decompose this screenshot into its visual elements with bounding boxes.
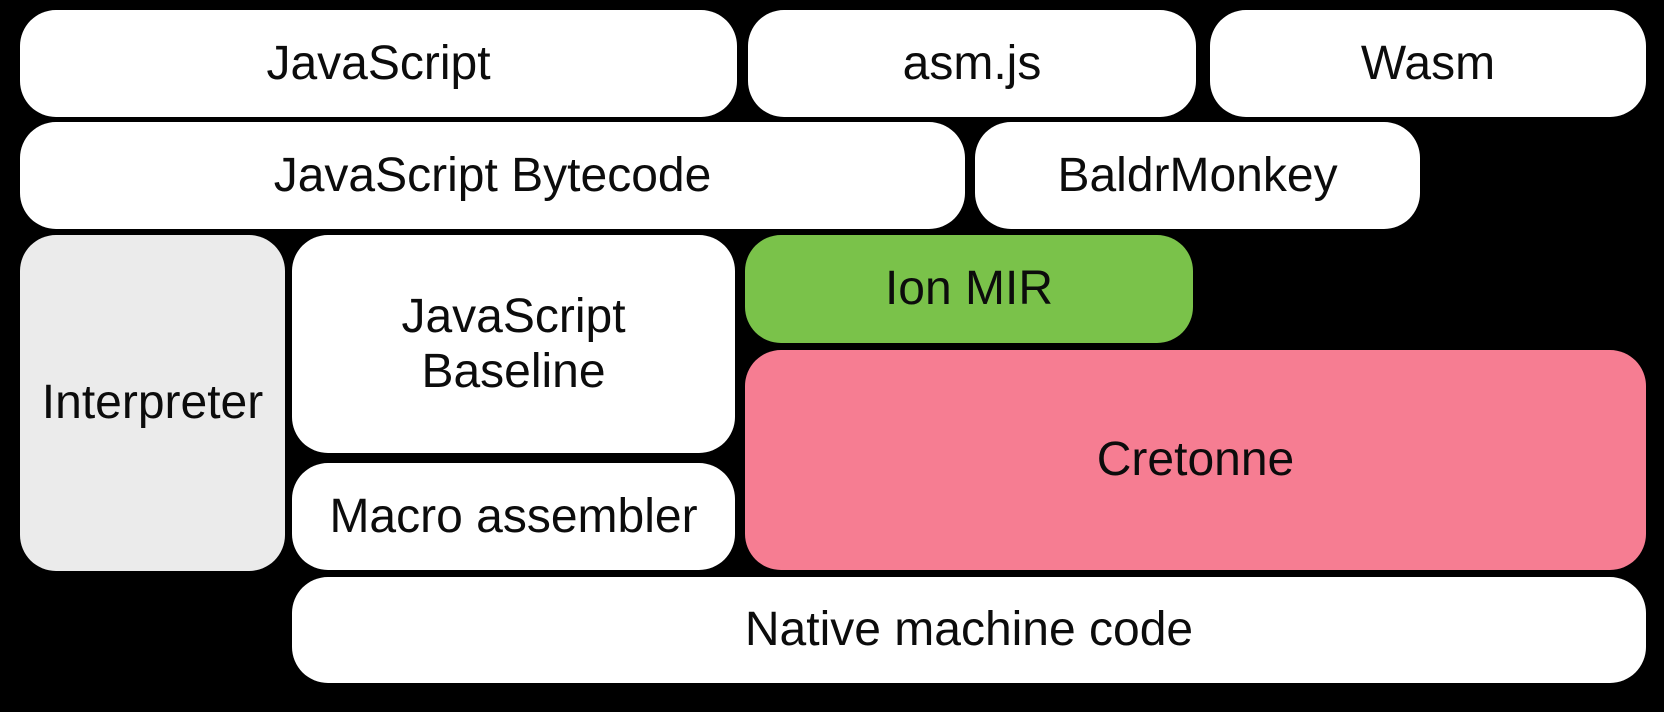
box-javascript-baseline: JavaScript Baseline — [292, 235, 735, 453]
box-ion-mir: Ion MIR — [745, 235, 1193, 343]
box-wasm: Wasm — [1210, 10, 1646, 117]
box-javascript-bytecode-label: JavaScript Bytecode — [273, 148, 712, 202]
box-interpreter-label: Interpreter — [41, 376, 264, 430]
box-baldrmonkey: BaldrMonkey — [975, 122, 1420, 229]
box-javascript-label: JavaScript — [266, 36, 491, 90]
box-wasm-label: Wasm — [1360, 36, 1496, 90]
box-asmjs-label: asm.js — [902, 36, 1042, 90]
box-native-machine-code-label: Native machine code — [744, 603, 1194, 657]
box-javascript-baseline-line1: JavaScript — [401, 289, 626, 343]
box-macro-assembler: Macro assembler — [292, 463, 735, 570]
box-native-machine-code: Native machine code — [292, 577, 1646, 683]
box-javascript-bytecode: JavaScript Bytecode — [20, 122, 965, 229]
box-macro-assembler-label: Macro assembler — [329, 489, 698, 543]
box-asmjs: asm.js — [748, 10, 1196, 117]
box-cretonne-label: Cretonne — [1096, 433, 1295, 487]
box-baldrmonkey-label: BaldrMonkey — [1057, 148, 1338, 202]
box-interpreter: Interpreter — [20, 235, 285, 571]
box-cretonne: Cretonne — [745, 350, 1646, 570]
box-ion-mir-label: Ion MIR — [884, 262, 1054, 316]
box-javascript-baseline-line2: Baseline — [421, 345, 606, 398]
box-javascript: JavaScript — [20, 10, 737, 117]
